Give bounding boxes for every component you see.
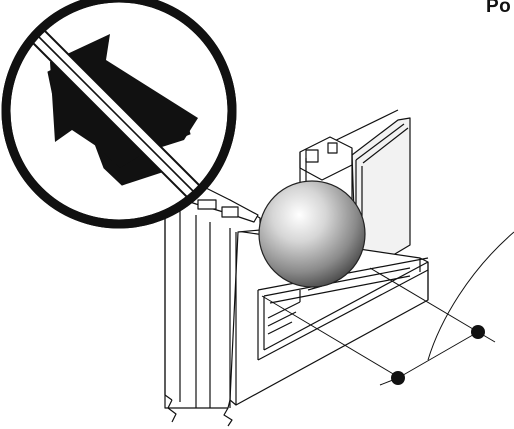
corner-label: Po — [486, 0, 512, 17]
test-ball — [258, 180, 366, 288]
no-entry-arrow-icon — [1, 0, 237, 229]
dimension-point-right — [471, 325, 485, 339]
dimension-lines — [261, 231, 514, 386]
dimension-point-left — [391, 371, 405, 385]
rear-sash — [299, 109, 411, 278]
